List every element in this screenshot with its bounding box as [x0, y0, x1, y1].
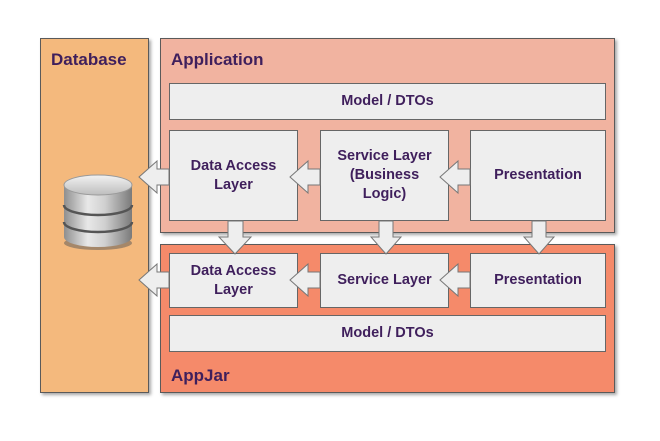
application-model-dtos[interactable]: Model / DTOs: [169, 83, 606, 120]
arrow-jar-presentation-to-service: [439, 262, 471, 298]
arrow-jar-service-to-dal: [289, 262, 321, 298]
appjar-model-dtos[interactable]: Model / DTOs: [169, 315, 606, 352]
arrow-app-dal-to-database: [138, 159, 170, 195]
appjar-title: AppJar: [171, 366, 230, 385]
arrow-down-service: [369, 220, 403, 255]
arrow-down-presentation: [522, 220, 556, 255]
appjar-presentation[interactable]: Presentation: [470, 253, 606, 308]
appjar-service-layer[interactable]: Service Layer: [320, 253, 449, 308]
database-panel: Database: [40, 38, 149, 393]
database-cylinder-icon: [62, 174, 134, 250]
application-title: Application: [171, 50, 264, 69]
arrow-down-dal: [217, 220, 253, 255]
database-title: Database: [51, 50, 127, 69]
arrow-app-presentation-to-service: [439, 159, 471, 195]
arrow-jar-dal-to-database: [138, 262, 170, 298]
application-service-layer[interactable]: Service Layer (Business Logic): [320, 130, 449, 221]
application-presentation[interactable]: Presentation: [470, 130, 606, 221]
application-data-access-layer[interactable]: Data Access Layer: [169, 130, 298, 221]
arrow-app-service-to-dal: [289, 159, 321, 195]
